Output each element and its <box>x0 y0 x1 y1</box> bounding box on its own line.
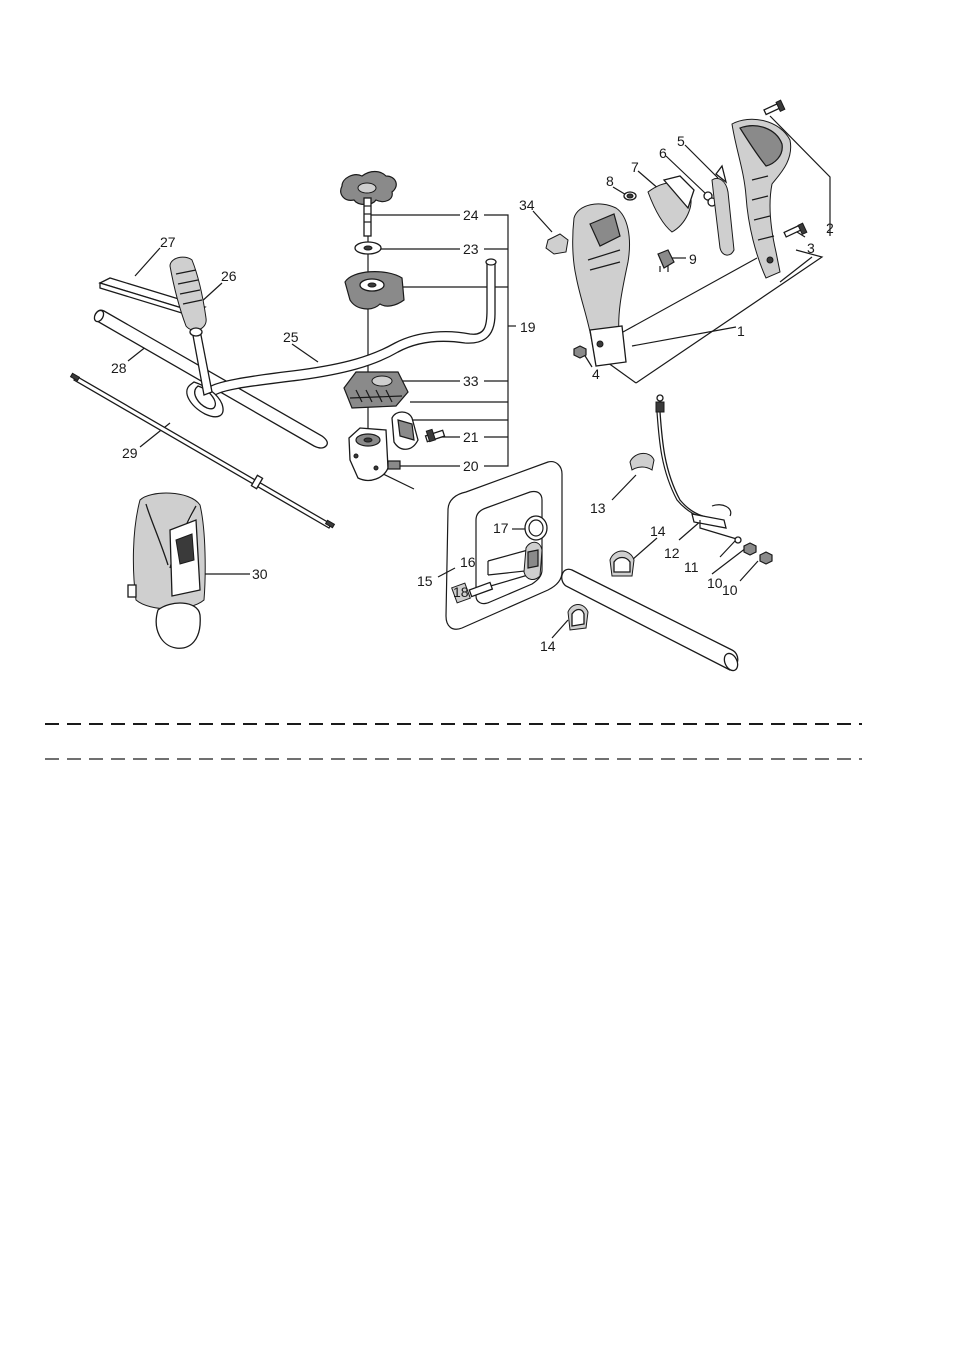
part-24-knob <box>341 172 397 237</box>
part-5-trigger <box>712 166 734 255</box>
part-upper-clamp-cap <box>345 272 404 309</box>
part-10-nut-b <box>760 552 772 564</box>
part-14-clamp-upper <box>610 551 634 576</box>
callout-10b: 10 <box>722 582 738 598</box>
callout-8: 8 <box>606 173 614 189</box>
part-3-screw <box>784 223 807 237</box>
callout-30: 30 <box>252 566 268 582</box>
part-4-nut <box>574 346 586 358</box>
callout-2: 2 <box>826 220 834 236</box>
callout-25: 25 <box>283 329 299 345</box>
callout-17: 17 <box>493 520 509 536</box>
callout-33: 33 <box>463 373 479 389</box>
callout-28: 28 <box>111 360 127 376</box>
part-8-ring <box>624 192 636 200</box>
part-7-throttle-lever <box>648 176 694 232</box>
callout-1: 1 <box>737 323 745 339</box>
part-33-clamp-block <box>344 372 408 408</box>
callout-11: 11 <box>684 559 699 575</box>
part-21-bolt <box>426 429 445 441</box>
callout-19: 19 <box>520 319 536 335</box>
callout-5: 5 <box>677 133 685 149</box>
callout-7: 7 <box>631 159 639 175</box>
part-1-throttle-housing <box>573 204 630 366</box>
callout-10a: 10 <box>707 575 723 591</box>
part-13-clip <box>630 453 654 470</box>
callout-24: 24 <box>463 207 479 223</box>
part-12-throttle-cable <box>656 395 740 540</box>
part-clamp-half <box>392 412 418 449</box>
part-9-switch <box>658 250 674 272</box>
callout-6: 6 <box>659 145 667 161</box>
callout-9: 9 <box>689 251 697 267</box>
part-30-harness <box>128 493 205 648</box>
callout-3: 3 <box>807 240 815 256</box>
part-2-handle-half <box>732 119 791 278</box>
callout-16: 16 <box>460 554 476 570</box>
callout-14-upper: 14 <box>650 523 666 539</box>
part-15-inset-panel <box>446 462 562 630</box>
callout-20: 20 <box>463 458 479 474</box>
part-23-washer <box>355 242 381 254</box>
part-10-nut-a <box>744 543 756 555</box>
part-top-screw <box>764 100 785 114</box>
part-16-bracket <box>524 542 542 579</box>
callout-13: 13 <box>590 500 606 516</box>
callout-27: 27 <box>160 234 176 250</box>
part-34-cap <box>546 234 568 254</box>
callout-23: 23 <box>463 241 479 257</box>
callout-26: 26 <box>221 268 237 284</box>
part-11-adjuster <box>735 537 741 543</box>
callout-34: 34 <box>519 197 535 213</box>
callout-15: 15 <box>417 573 433 589</box>
part-17-ring <box>525 516 547 540</box>
callout-4: 4 <box>592 366 600 382</box>
callout-12: 12 <box>664 545 680 561</box>
callout-14-lower: 14 <box>540 638 556 654</box>
part-20-lower-clamp <box>349 428 400 480</box>
part-14-clamp-lower <box>568 605 588 631</box>
dashed-separators <box>45 724 862 759</box>
callout-18: 18 <box>453 584 469 600</box>
callout-21: 21 <box>463 429 479 445</box>
callout-29: 29 <box>122 445 138 461</box>
